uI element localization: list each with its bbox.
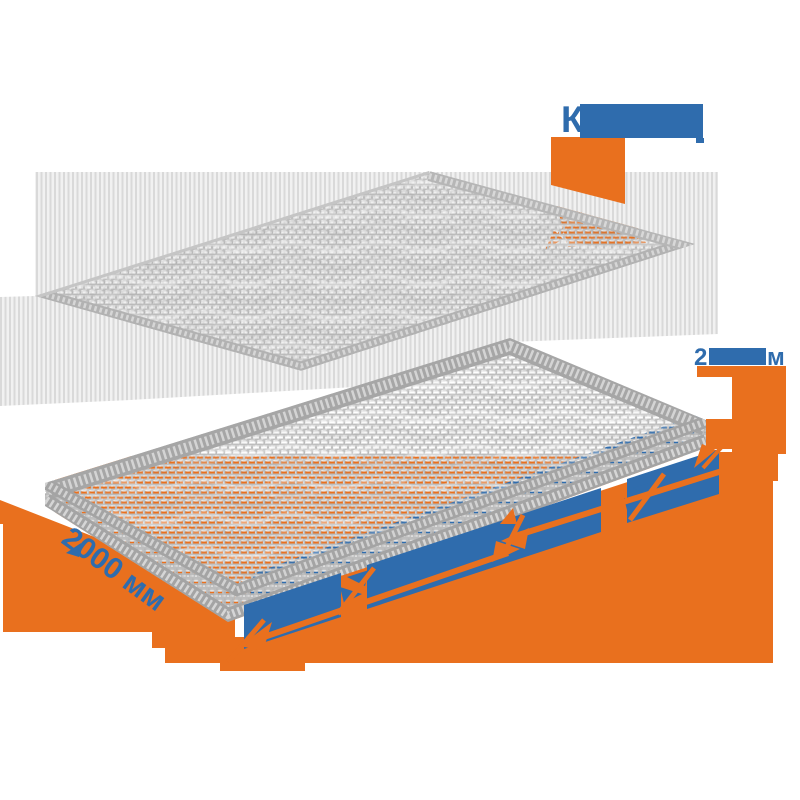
svg-text:К: К	[561, 99, 584, 140]
svg-text:2: 2	[694, 344, 707, 371]
svg-text:м: м	[767, 344, 785, 371]
